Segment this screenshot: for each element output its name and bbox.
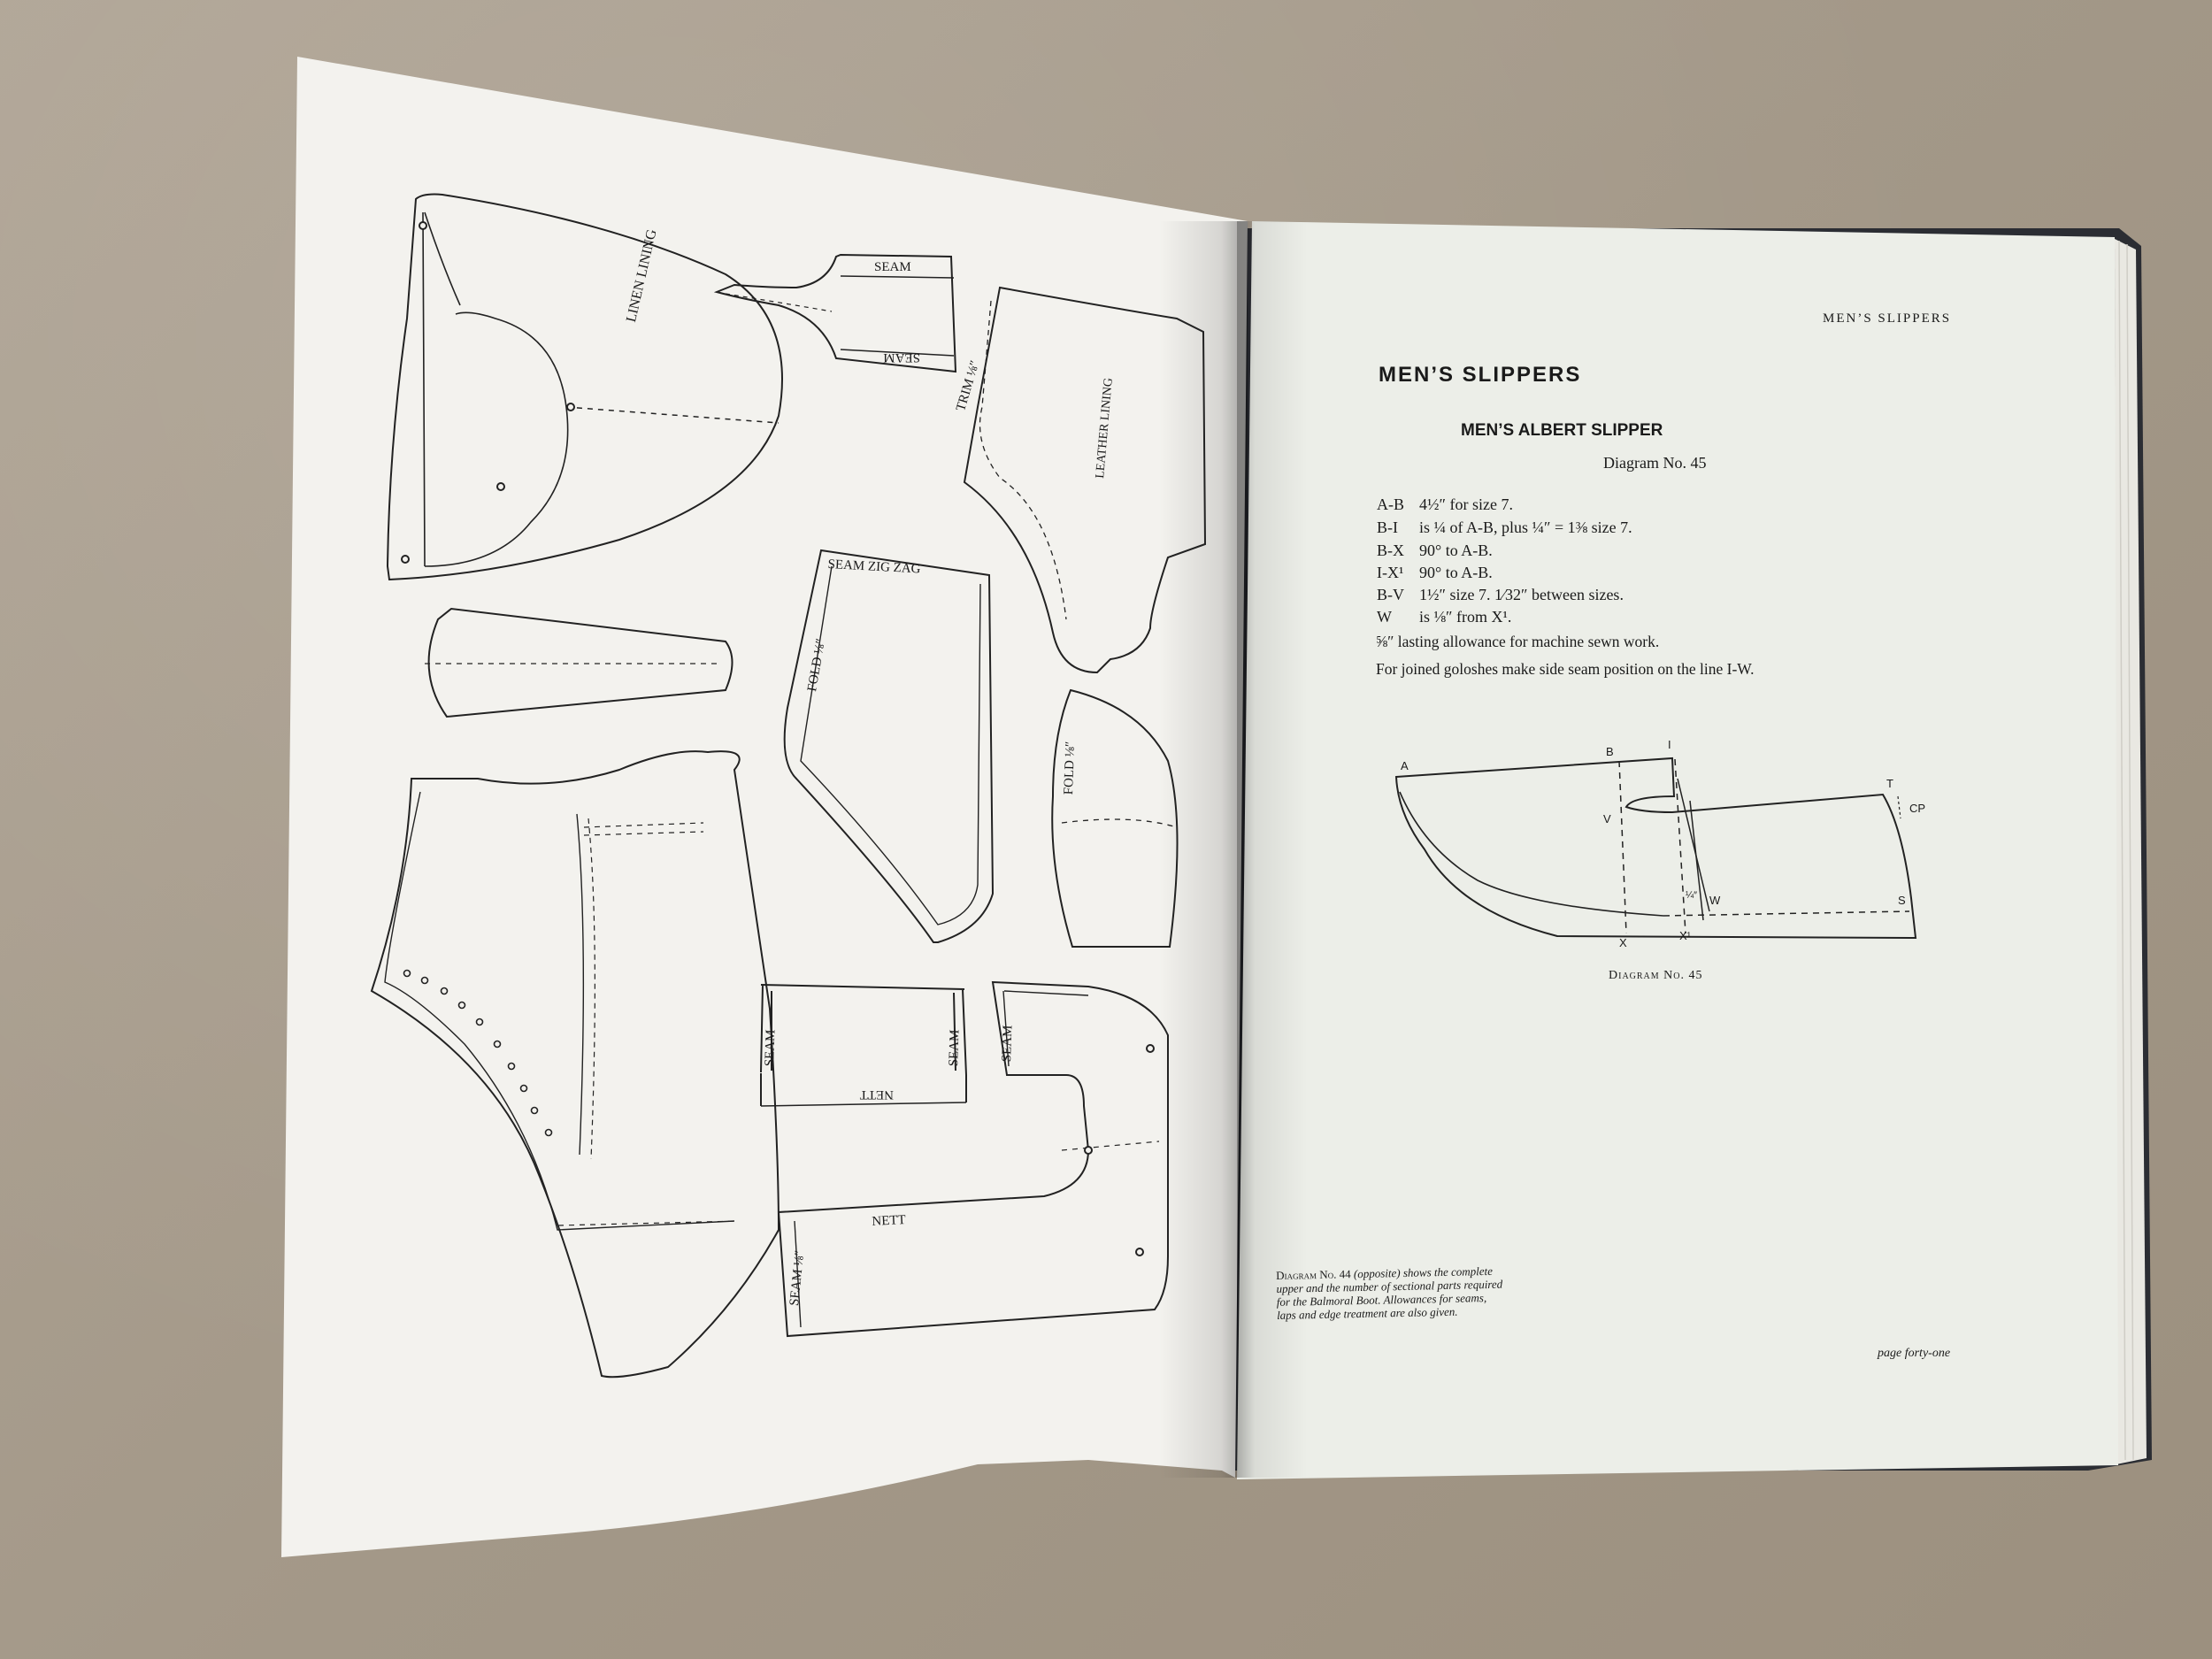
diagram-caption: Diagram No. 45 (1609, 969, 1703, 982)
line-i-x1 (1674, 758, 1686, 934)
diagram-label-x1: X¹ (1679, 929, 1691, 942)
diagram-number: Diagram No. 45 (1603, 454, 1707, 472)
diagram-label-a: A (1401, 759, 1409, 772)
note-goloshes: For joined goloshes make side seam posit… (1376, 660, 1755, 678)
diagram-label-x: X (1619, 936, 1627, 949)
label-seam-b: SEAM (947, 1029, 963, 1067)
left-page (281, 57, 1248, 1557)
page-title: MEN’S SLIPPERS (1379, 363, 1582, 387)
diagram-label-b: B (1606, 745, 1614, 758)
line-b-x (1618, 760, 1627, 934)
eyelet-holes (403, 969, 553, 1137)
page-number: page forty-one (1878, 1347, 1951, 1360)
piece-tongue (713, 253, 957, 373)
diagram-label-t: T (1886, 777, 1893, 790)
diagram-label-w: W (1709, 894, 1721, 907)
label-seam-a: SEAM (763, 1029, 779, 1067)
diagram-label-i: I (1668, 738, 1671, 751)
diagram-45-outline (1394, 757, 1917, 940)
diagram-label-s: S (1898, 894, 1906, 907)
note-lasting: ⅝″ lasting allowance for machine sewn wo… (1376, 633, 1660, 650)
label-seam-bottom: SEAM (883, 350, 920, 365)
piece-quarter (783, 549, 995, 943)
piece-upper (370, 750, 780, 1379)
side-note: Diagram No. 44 (opposite) shows the comp… (1276, 1263, 1503, 1322)
pattern-pieces (370, 193, 1207, 1379)
piece-linen-lining (386, 193, 783, 581)
piece-leather-lining (963, 286, 1207, 674)
label-seam-c: SEAM (1000, 1025, 1016, 1063)
piece-toe-cap (1051, 688, 1179, 948)
running-head: MEN’S SLIPPERS (1823, 311, 1952, 326)
page-subtitle: MEN’S ALBERT SLIPPER (1461, 421, 1663, 440)
label-seam-top: SEAM (874, 260, 911, 274)
piece-u-back (777, 980, 1169, 1338)
piece-insole (427, 607, 733, 718)
diagram-label-cp: CP (1909, 802, 1926, 815)
label-nett-inverted: NETT (859, 1087, 894, 1102)
label-nett: NETT (872, 1212, 907, 1229)
diagram-label-quarter: ¼″ (1686, 890, 1698, 901)
diagram-label-v: V (1603, 812, 1611, 826)
label-fold-right: FOLD ⅛″ (1062, 741, 1079, 795)
diagram-45 (1394, 757, 1917, 940)
right-page (1237, 221, 2118, 1479)
